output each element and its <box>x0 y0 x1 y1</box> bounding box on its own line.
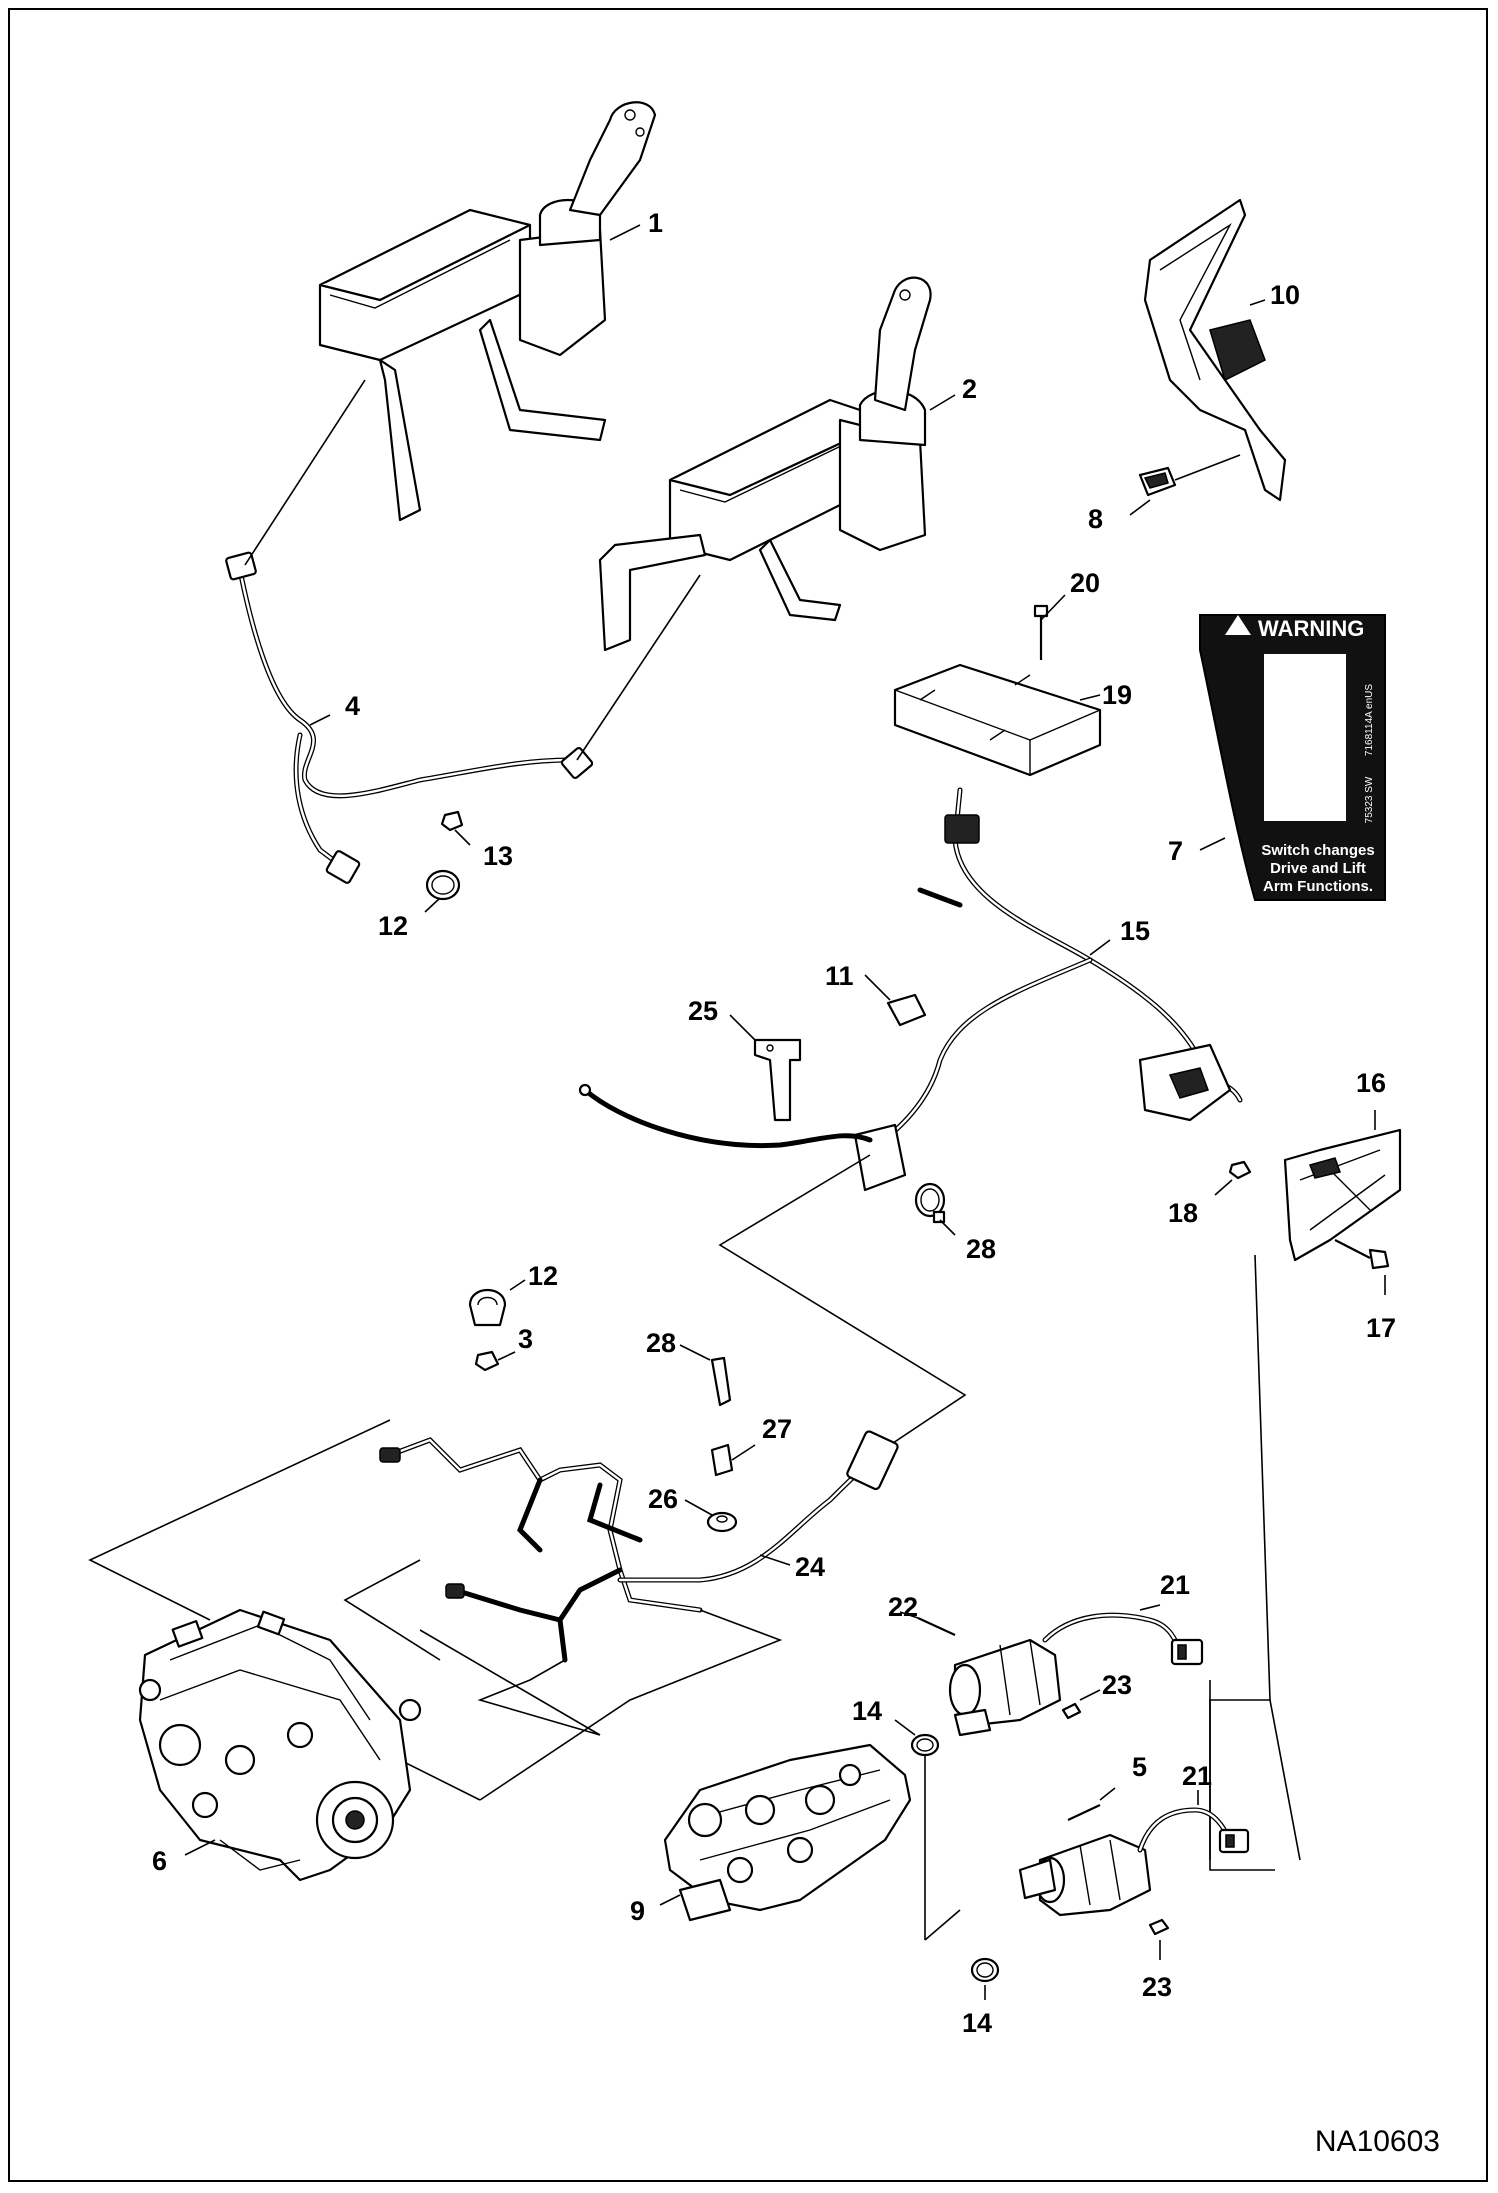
routing-lines <box>718 1154 1301 1871</box>
callout-23a: 23 <box>1102 1670 1132 1700</box>
callout-28b: 28 <box>646 1328 676 1358</box>
part-14-oring-lower <box>970 1957 1000 1983</box>
decal-side-code-1: 7168114A enUS <box>1364 684 1375 756</box>
callout-25: 25 <box>688 996 718 1026</box>
callout-18: 18 <box>1168 1198 1198 1228</box>
callout-20: 20 <box>1070 568 1100 598</box>
callout-26: 26 <box>648 1484 678 1514</box>
part-28-cable-tie-upper <box>914 1182 946 1224</box>
part-8-switch <box>1138 454 1241 497</box>
part-21-actuator-upper <box>948 1612 1204 1737</box>
callouts: 1 2 3 4 5 6 7 8 9 10 11 12 12 13 14 14 1… <box>152 208 1396 2038</box>
callout-14a: 14 <box>852 1696 882 1726</box>
callout-21a: 21 <box>1160 1570 1190 1600</box>
part-12-clamp-lower <box>468 1289 507 1327</box>
callout-4: 4 <box>345 691 360 721</box>
figure-reference: NA10603 <box>1314 2125 1440 2158</box>
part-17-bolt <box>1334 1239 1390 1270</box>
callout-24: 24 <box>795 1552 825 1582</box>
part-27-clip <box>710 1443 734 1477</box>
part-21-actuator-lower <box>1018 1807 1250 1917</box>
part-28-cable-tie-lower <box>710 1356 732 1407</box>
callout-10: 10 <box>1270 280 1300 310</box>
callout-2: 2 <box>962 374 977 404</box>
leader-lines <box>184 224 1386 2000</box>
callout-12b: 12 <box>528 1261 558 1291</box>
part-9-control-valve <box>663 1743 912 1922</box>
callout-15: 15 <box>1120 916 1150 946</box>
callout-8: 8 <box>1088 504 1103 534</box>
decal-header: WARNING <box>1258 616 1364 641</box>
drawing-border <box>8 8 1488 2182</box>
decal-side-code-2: 75323 SW <box>1364 776 1375 823</box>
part-5-bolt <box>1067 1804 1101 1821</box>
callout-23b: 23 <box>1142 1972 1172 2002</box>
callout-13: 13 <box>483 841 513 871</box>
callout-21b: 21 <box>1182 1761 1212 1791</box>
part-25-bracket <box>753 1038 802 1122</box>
callout-27: 27 <box>762 1414 792 1444</box>
part-11-clip <box>886 993 927 1027</box>
part-15-main-harness <box>578 787 1243 1192</box>
part-23-pin-upper <box>1061 1702 1082 1720</box>
routing-lines-pump <box>88 1419 783 1801</box>
callout-12a: 12 <box>378 911 408 941</box>
callout-28a: 28 <box>966 1234 996 1264</box>
part-10-console-cover <box>1143 198 1287 502</box>
decal-body-line-1: Switch changes <box>1261 842 1374 859</box>
part-7-warning-decal: WARNING Switch changes Drive and Lift Ar… <box>1199 614 1386 901</box>
callout-19: 19 <box>1102 680 1132 710</box>
part-23-pin-lower <box>1148 1918 1170 1936</box>
part-2-right-joystick-assembly <box>598 276 932 652</box>
part-1-left-joystick-assembly <box>318 101 657 522</box>
callout-9: 9 <box>630 1896 645 1926</box>
part-4-joystick-harness <box>225 379 701 884</box>
decal-body-line-2: Drive and Lift <box>1270 860 1366 877</box>
callout-17: 17 <box>1366 1313 1396 1343</box>
part-6-hydrostatic-pump <box>138 1608 422 1882</box>
part-22-pin <box>917 1617 956 1636</box>
routing-lines-valve <box>924 1755 961 1941</box>
callout-11: 11 <box>825 961 854 991</box>
decal-body-line-3: Arm Functions. <box>1263 878 1373 895</box>
callout-14b: 14 <box>962 2008 992 2038</box>
part-18-nut <box>1228 1160 1252 1180</box>
callout-5: 5 <box>1132 1752 1147 1782</box>
part-3-nut <box>474 1350 500 1372</box>
part-12-clamp-upper <box>425 869 461 901</box>
part-13-nut-upper <box>440 810 464 832</box>
callout-7: 7 <box>1168 836 1183 866</box>
part-26-grommet <box>706 1511 738 1533</box>
part-14-oring-upper <box>910 1733 940 1757</box>
callout-6: 6 <box>152 1846 167 1876</box>
callout-1: 1 <box>648 208 663 238</box>
callout-3: 3 <box>518 1324 533 1354</box>
callout-22: 22 <box>888 1592 918 1622</box>
part-20-bolt <box>1033 604 1049 660</box>
part-19-controller-module <box>893 663 1102 777</box>
part-24-pump-harness <box>379 1430 899 1663</box>
callout-16: 16 <box>1356 1068 1386 1098</box>
part-16-mounting-plate <box>1283 1128 1402 1262</box>
